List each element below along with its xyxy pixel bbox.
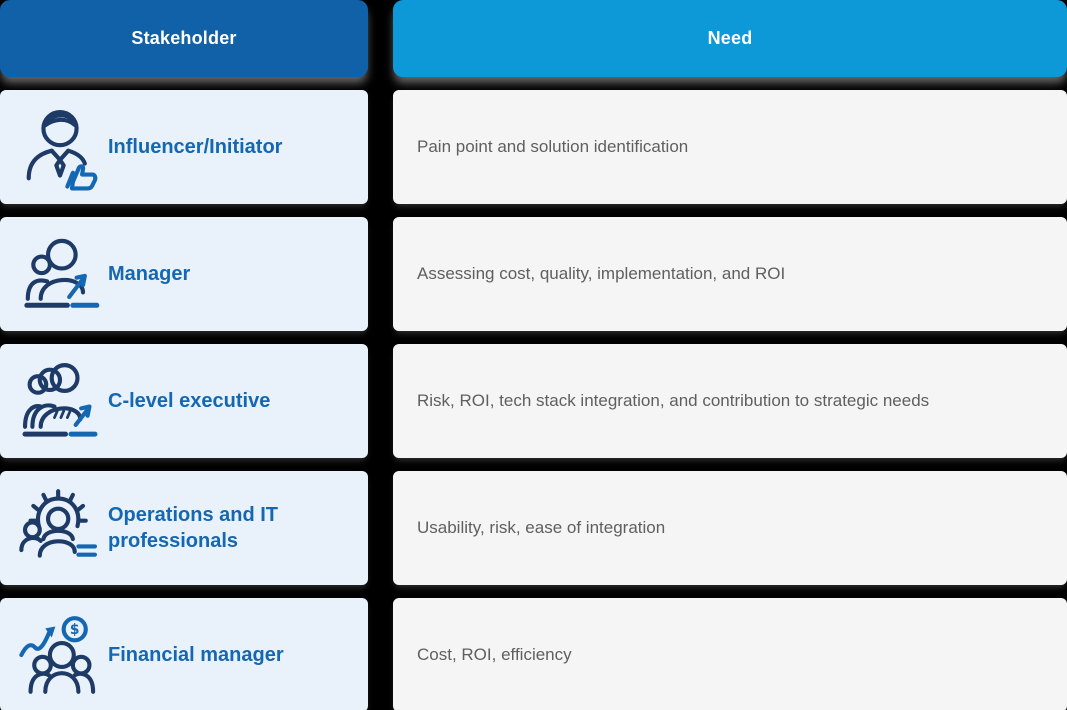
need-header-label: Need: [707, 28, 753, 48]
need-text: Cost, ROI, efficiency: [417, 644, 572, 664]
stakeholder-label: Influencer/Initiator: [108, 136, 283, 158]
table-row-stakeholder-operations: Operations and IT professionals: [0, 471, 368, 585]
column-header-need: Need: [393, 0, 1067, 77]
need-text: Pain point and solution identification: [417, 136, 689, 156]
table-row-need-influencer: Pain point and solution identification: [393, 90, 1067, 204]
column-header-stakeholder: Stakeholder: [0, 0, 368, 77]
need-text: Usability, risk, ease of integration: [417, 517, 666, 537]
stakeholder-label: Operations and IT professionals: [108, 504, 279, 552]
table-row-need-operations: Usability, risk, ease of integration: [393, 471, 1067, 585]
svg-text:$: $: [70, 622, 80, 638]
table-row-need-financial: Cost, ROI, efficiency: [393, 598, 1067, 710]
stakeholder-header-label: Stakeholder: [131, 28, 237, 48]
table-row-stakeholder-financial: $ Financial manager: [0, 598, 368, 710]
operations-gear-person-icon: [14, 480, 106, 576]
need-text: Assessing cost, quality, implementation,…: [417, 263, 786, 283]
table-row-stakeholder-influencer: Influencer/Initiator: [0, 90, 368, 204]
stakeholder-label: Manager: [108, 263, 191, 285]
manager-people-growth-icon: [14, 226, 106, 322]
executive-team-growth-icon: [14, 353, 106, 449]
need-text: Risk, ROI, tech stack integration, and c…: [417, 390, 930, 410]
financial-growth-dollar-icon: $: [14, 607, 106, 703]
stakeholder-label: C-level executive: [108, 390, 271, 412]
table-row-need-manager: Assessing cost, quality, implementation,…: [393, 217, 1067, 331]
influencer-person-thumbs-up-icon: [14, 99, 106, 195]
table-row-stakeholder-manager: Manager: [0, 217, 368, 331]
table-row-need-executive: Risk, ROI, tech stack integration, and c…: [393, 344, 1067, 458]
table-row-stakeholder-executive: C-level executive: [0, 344, 368, 458]
stakeholder-label: Financial manager: [108, 644, 284, 666]
